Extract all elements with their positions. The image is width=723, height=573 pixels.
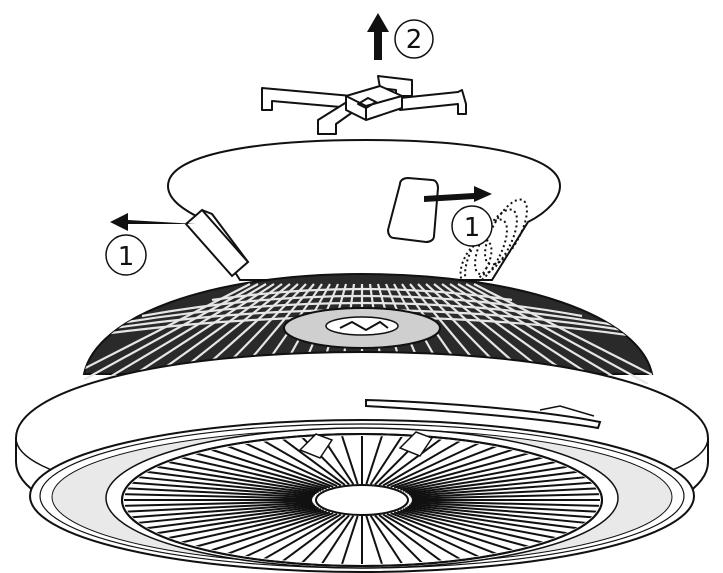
grille-spoke [411,500,600,508]
center-light-hub [315,484,409,516]
grille-spoke [386,438,488,488]
grille-spoke [124,480,314,497]
grille-spoke [369,436,407,485]
grille-spoke [135,505,317,531]
grille-spoke [170,454,324,491]
step-2-indicator: 2 [367,13,434,60]
fan-cage [82,272,654,384]
grille-spoke [157,508,322,542]
grille-spoke [145,507,319,536]
grille-spoke [405,464,579,493]
cage-ring [211,287,513,302]
grille-spoke [339,515,359,564]
grille-spoke [408,504,598,525]
grille-spoke [411,501,600,514]
grille-spoke [411,492,600,500]
grille-spoke [275,514,346,564]
grille-spoke [407,505,589,531]
left-clip [184,208,250,278]
grille-spoke [218,512,334,559]
grille-spoke [411,486,600,499]
grille-spoke [408,475,598,496]
grille-spoke [382,513,469,564]
grille-spoke [382,436,469,487]
grille-spoke [402,458,567,492]
grille-spoke [124,501,313,514]
grille-spoke [200,445,331,489]
arrow-left-icon [110,213,196,231]
grille-spoke [170,509,324,546]
fan-bottom-grille [121,431,603,567]
grille-spoke [397,449,540,490]
grille-spoke [365,436,385,485]
grille-spoke [405,507,579,536]
cage-rib [473,283,652,384]
arrow-up-icon [367,13,389,60]
cage-rib [84,283,259,384]
grille-spoke [317,515,355,564]
grille-spoke [124,503,314,520]
cage-ring [141,294,583,318]
step-2-circle [394,19,434,59]
grille-spoke [410,503,600,520]
grille-spoke [402,508,567,542]
right-clip [386,176,440,244]
grille-spoke [386,512,488,562]
grille-spoke [374,514,428,564]
grille-spoke [236,512,338,562]
grille-spoke [200,511,331,555]
grille-spoke [378,436,449,486]
grille-spoke [393,511,524,555]
grille-spoke [255,513,342,564]
grille-spoke [393,445,524,489]
grille-spoke [410,480,600,497]
mounting-bracket [261,75,467,135]
grille-spoke [126,504,316,525]
grille-spoke [124,500,313,508]
grille-spoke [157,458,322,492]
grille-spoke [124,486,313,499]
grille-spoke [400,454,554,491]
cage-rib [97,283,267,384]
grille-spoke [218,441,334,488]
grille-spoke [378,514,449,564]
step-1-left-label: 1 [118,242,135,272]
cage-rib [84,283,251,384]
step-2-label: 2 [406,25,423,55]
grille-spoke [365,515,385,564]
step-1-right-indicator: 1 [424,186,493,247]
grille-spoke [126,475,316,496]
step-1-left-indicator: 1 [105,213,196,276]
grille-spoke [145,464,319,493]
grille-spoke [135,469,317,495]
grille-spoke [390,512,506,559]
grille-spoke [184,449,327,490]
grille-spoke [184,510,327,551]
step-1-right-label: 1 [464,213,481,243]
grille-spoke [390,441,506,488]
grille-spoke [236,438,338,488]
arrow-right-icon [424,186,492,202]
grille-spoke [296,514,350,564]
cage-rib [457,283,627,384]
grille-spoke [397,510,540,551]
grille-spoke [400,509,554,546]
step-1-right-circle [451,205,493,247]
grille-spoke [275,436,346,486]
grille-spoke [296,436,350,486]
cage-rib [465,283,649,384]
cage-ring [84,301,652,334]
grille-spoke [255,436,342,487]
grille-spoke [369,515,407,564]
led-light-strip [365,398,602,430]
grille-spoke [407,469,589,495]
grille-spoke [124,492,313,500]
step-1-left-circle [105,234,147,276]
grille-spoke [339,436,359,485]
